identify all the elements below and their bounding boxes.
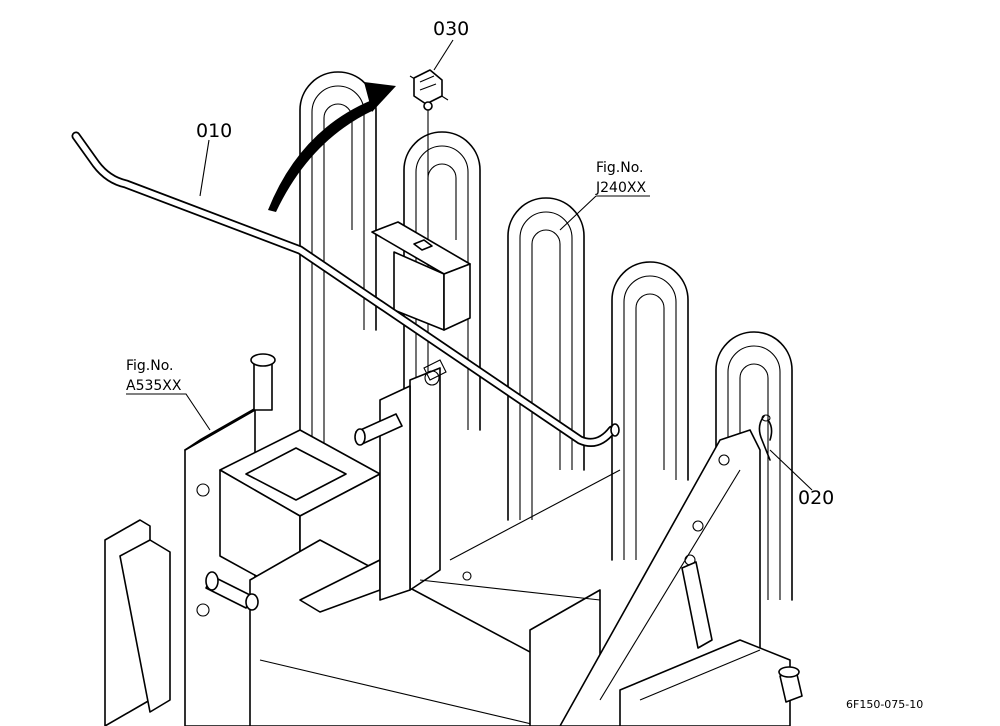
drawing-code: 6F150-075-10 — [846, 698, 923, 711]
rotation-arrow — [268, 82, 396, 212]
lift-arm-plate — [559, 429, 803, 726]
fig-ref-prefix-j240: Fig.No. — [596, 160, 644, 176]
fig-ref-a535: A535XX — [126, 378, 182, 394]
clip-bracket — [371, 221, 471, 331]
frame-assembly — [104, 359, 621, 726]
part-label-010: 010 — [196, 120, 232, 142]
clip-030 — [409, 69, 449, 232]
fig-ref-prefix-a535: Fig.No. — [126, 358, 174, 374]
leader-lines — [126, 39, 813, 491]
hairpin-020 — [758, 414, 773, 461]
pins — [205, 353, 403, 611]
fig-ref-j240: J240XX — [595, 180, 646, 196]
rod-010 — [71, 131, 620, 447]
part-label-030: 030 — [433, 18, 469, 40]
part-label-020: 020 — [798, 487, 834, 509]
